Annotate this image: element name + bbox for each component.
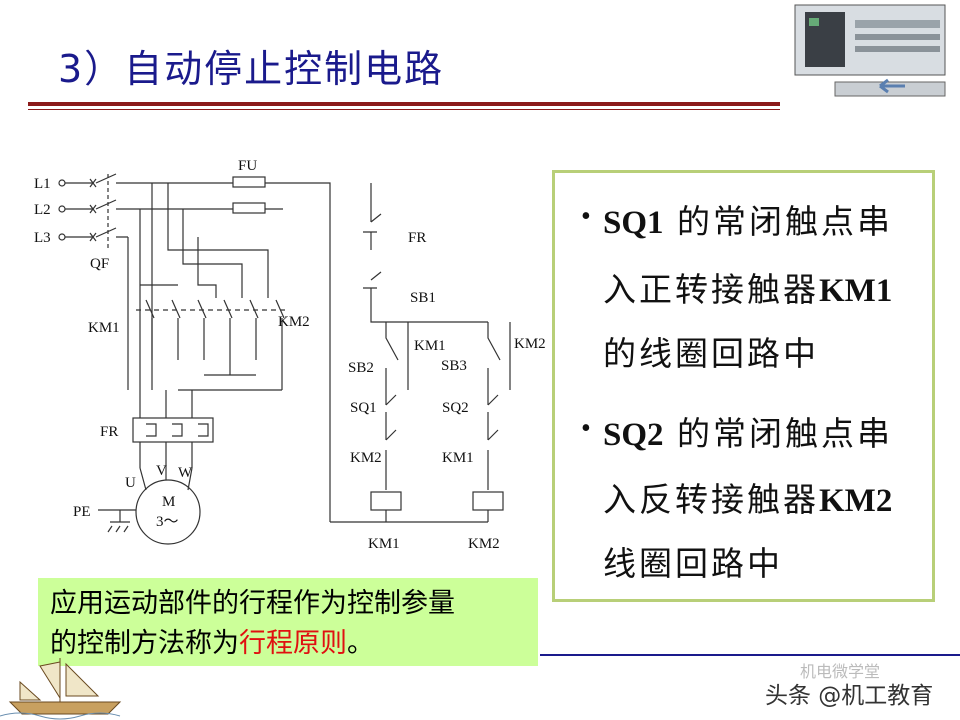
- label-KM2-coil: KM2: [468, 536, 500, 552]
- label-L2: L2: [34, 202, 51, 218]
- bullet2-line2-key: KM2: [819, 483, 893, 519]
- label-PE: PE: [73, 504, 91, 520]
- label-M: M: [162, 494, 175, 510]
- note-suffix: 。: [347, 628, 374, 659]
- note-line1: 应用运动部件的行程作为控制参量: [50, 588, 455, 619]
- label-KM2-interlock: KM2: [350, 450, 382, 466]
- label-SB1: SB1: [410, 290, 436, 306]
- bullet2-rest: 的常闭触点串: [677, 414, 894, 453]
- label-SB2: SB2: [348, 360, 374, 376]
- label-SQ1: SQ1: [350, 400, 377, 416]
- label-V: V: [156, 463, 167, 479]
- label-KM1-interlock: KM1: [442, 450, 474, 466]
- label-QF: QF: [90, 256, 109, 272]
- label-FU: FU: [238, 158, 257, 174]
- label-KM1-aux: KM1: [414, 338, 446, 354]
- bullet2-line2-rest: 入反转接触器: [603, 480, 819, 519]
- plc-device-image: [794, 4, 946, 97]
- label-M3: 3～: [156, 514, 179, 530]
- label-SB3: SB3: [441, 358, 467, 374]
- title-divider: [28, 102, 780, 106]
- watermark-faded: 机电微学堂: [800, 662, 881, 681]
- label-KM2-aux: KM2: [514, 336, 546, 352]
- circuit-labels: L1 L2 L3 QF FU KM1 KM2 FR U V W PE M 3～ …: [34, 158, 546, 552]
- title-divider-thin: [28, 109, 780, 110]
- label-FR-main: FR: [100, 424, 118, 440]
- label-L1: L1: [34, 176, 51, 192]
- bullet2-line2: 入反转接触器KM2: [603, 473, 892, 521]
- bullet1-line2: 入正转接触器KM1: [603, 263, 892, 311]
- bottom-divider: [540, 654, 960, 656]
- bullet2-line3: 线圈回路中: [603, 544, 783, 583]
- principle-note: 应用运动部件的行程作为控制参量 的控制方法称为行程原则。: [38, 578, 538, 666]
- bullet1-rest: 的常闭触点串: [677, 202, 894, 241]
- label-W: W: [178, 465, 193, 481]
- bullet1-key: SQ1: [603, 205, 664, 241]
- page-title: 3）自动停止控制电路: [58, 47, 445, 91]
- explanation-box: • SQ1 的常闭触点串 入正转接触器KM1 的线圈回路中 • SQ2 的常闭触…: [552, 170, 935, 602]
- bullet1-line2-rest: 入正转接触器: [603, 270, 819, 309]
- bullet1-line3: 的线圈回路中: [603, 334, 819, 373]
- label-U: U: [125, 475, 136, 491]
- label-SQ2: SQ2: [442, 400, 469, 416]
- bullet-marker: •: [581, 201, 591, 232]
- label-FR-ctrl: FR: [408, 230, 426, 246]
- label-KM1-coil: KM1: [368, 536, 400, 552]
- label-KM2-main: KM2: [278, 314, 310, 330]
- bullet2-key: SQ2: [603, 417, 664, 453]
- note-line2: 的控制方法称为行程原则。: [50, 624, 538, 664]
- bullet-marker: •: [581, 413, 591, 444]
- sailboat-logo: [0, 658, 122, 720]
- label-L3: L3: [34, 230, 51, 246]
- label-KM1-main: KM1: [88, 320, 120, 336]
- watermark-text: 头条 @机工教育: [765, 683, 934, 709]
- circuit-diagram: [58, 173, 511, 545]
- bullet1-line2-key: KM1: [819, 273, 893, 309]
- note-highlight: 行程原则: [239, 628, 347, 659]
- bullet1-line1: SQ1 的常闭触点串: [603, 195, 893, 243]
- bullet2-line1: SQ2 的常闭触点串: [603, 407, 893, 455]
- note-line2-prefix: 的控制方法称为: [50, 628, 239, 659]
